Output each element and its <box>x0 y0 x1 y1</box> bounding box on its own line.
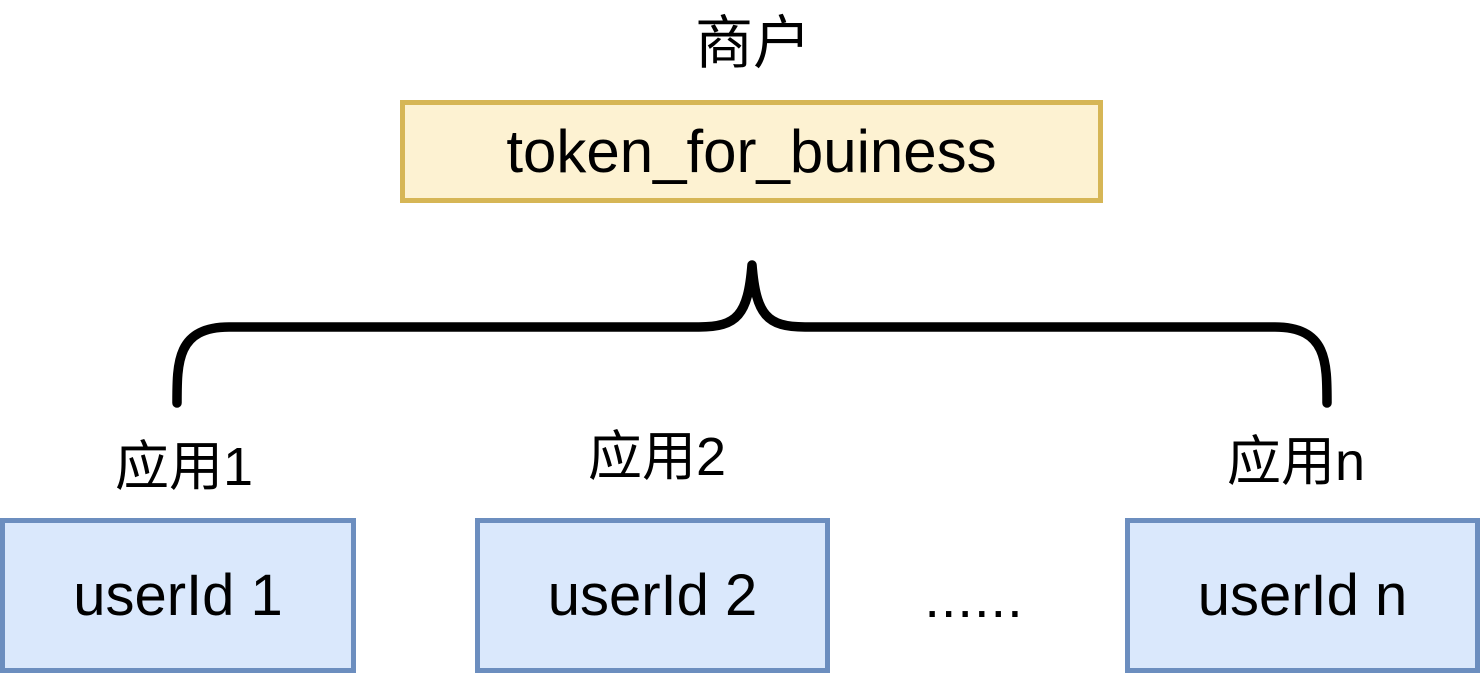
userid-label-1: userId 1 <box>73 562 283 628</box>
app-label-n: 应用n <box>1226 432 1366 492</box>
app-label-2: 应用2 <box>587 427 727 487</box>
merchant-title: 商户 <box>694 11 811 76</box>
userid-box-n: userId n <box>1125 518 1480 673</box>
token-for-business-label: token_for_buiness <box>506 117 997 185</box>
userid-box-2: userId 2 <box>475 518 830 673</box>
app-label-1: 应用1 <box>114 437 254 497</box>
userid-label-2: userId 2 <box>547 562 758 628</box>
token-for-business-box: token_for_buiness <box>400 100 1103 203</box>
ellipsis-dots: ...... <box>924 566 1024 629</box>
userid-box-1: userId 1 <box>0 518 356 673</box>
userid-label-n: userId n <box>1197 562 1408 628</box>
